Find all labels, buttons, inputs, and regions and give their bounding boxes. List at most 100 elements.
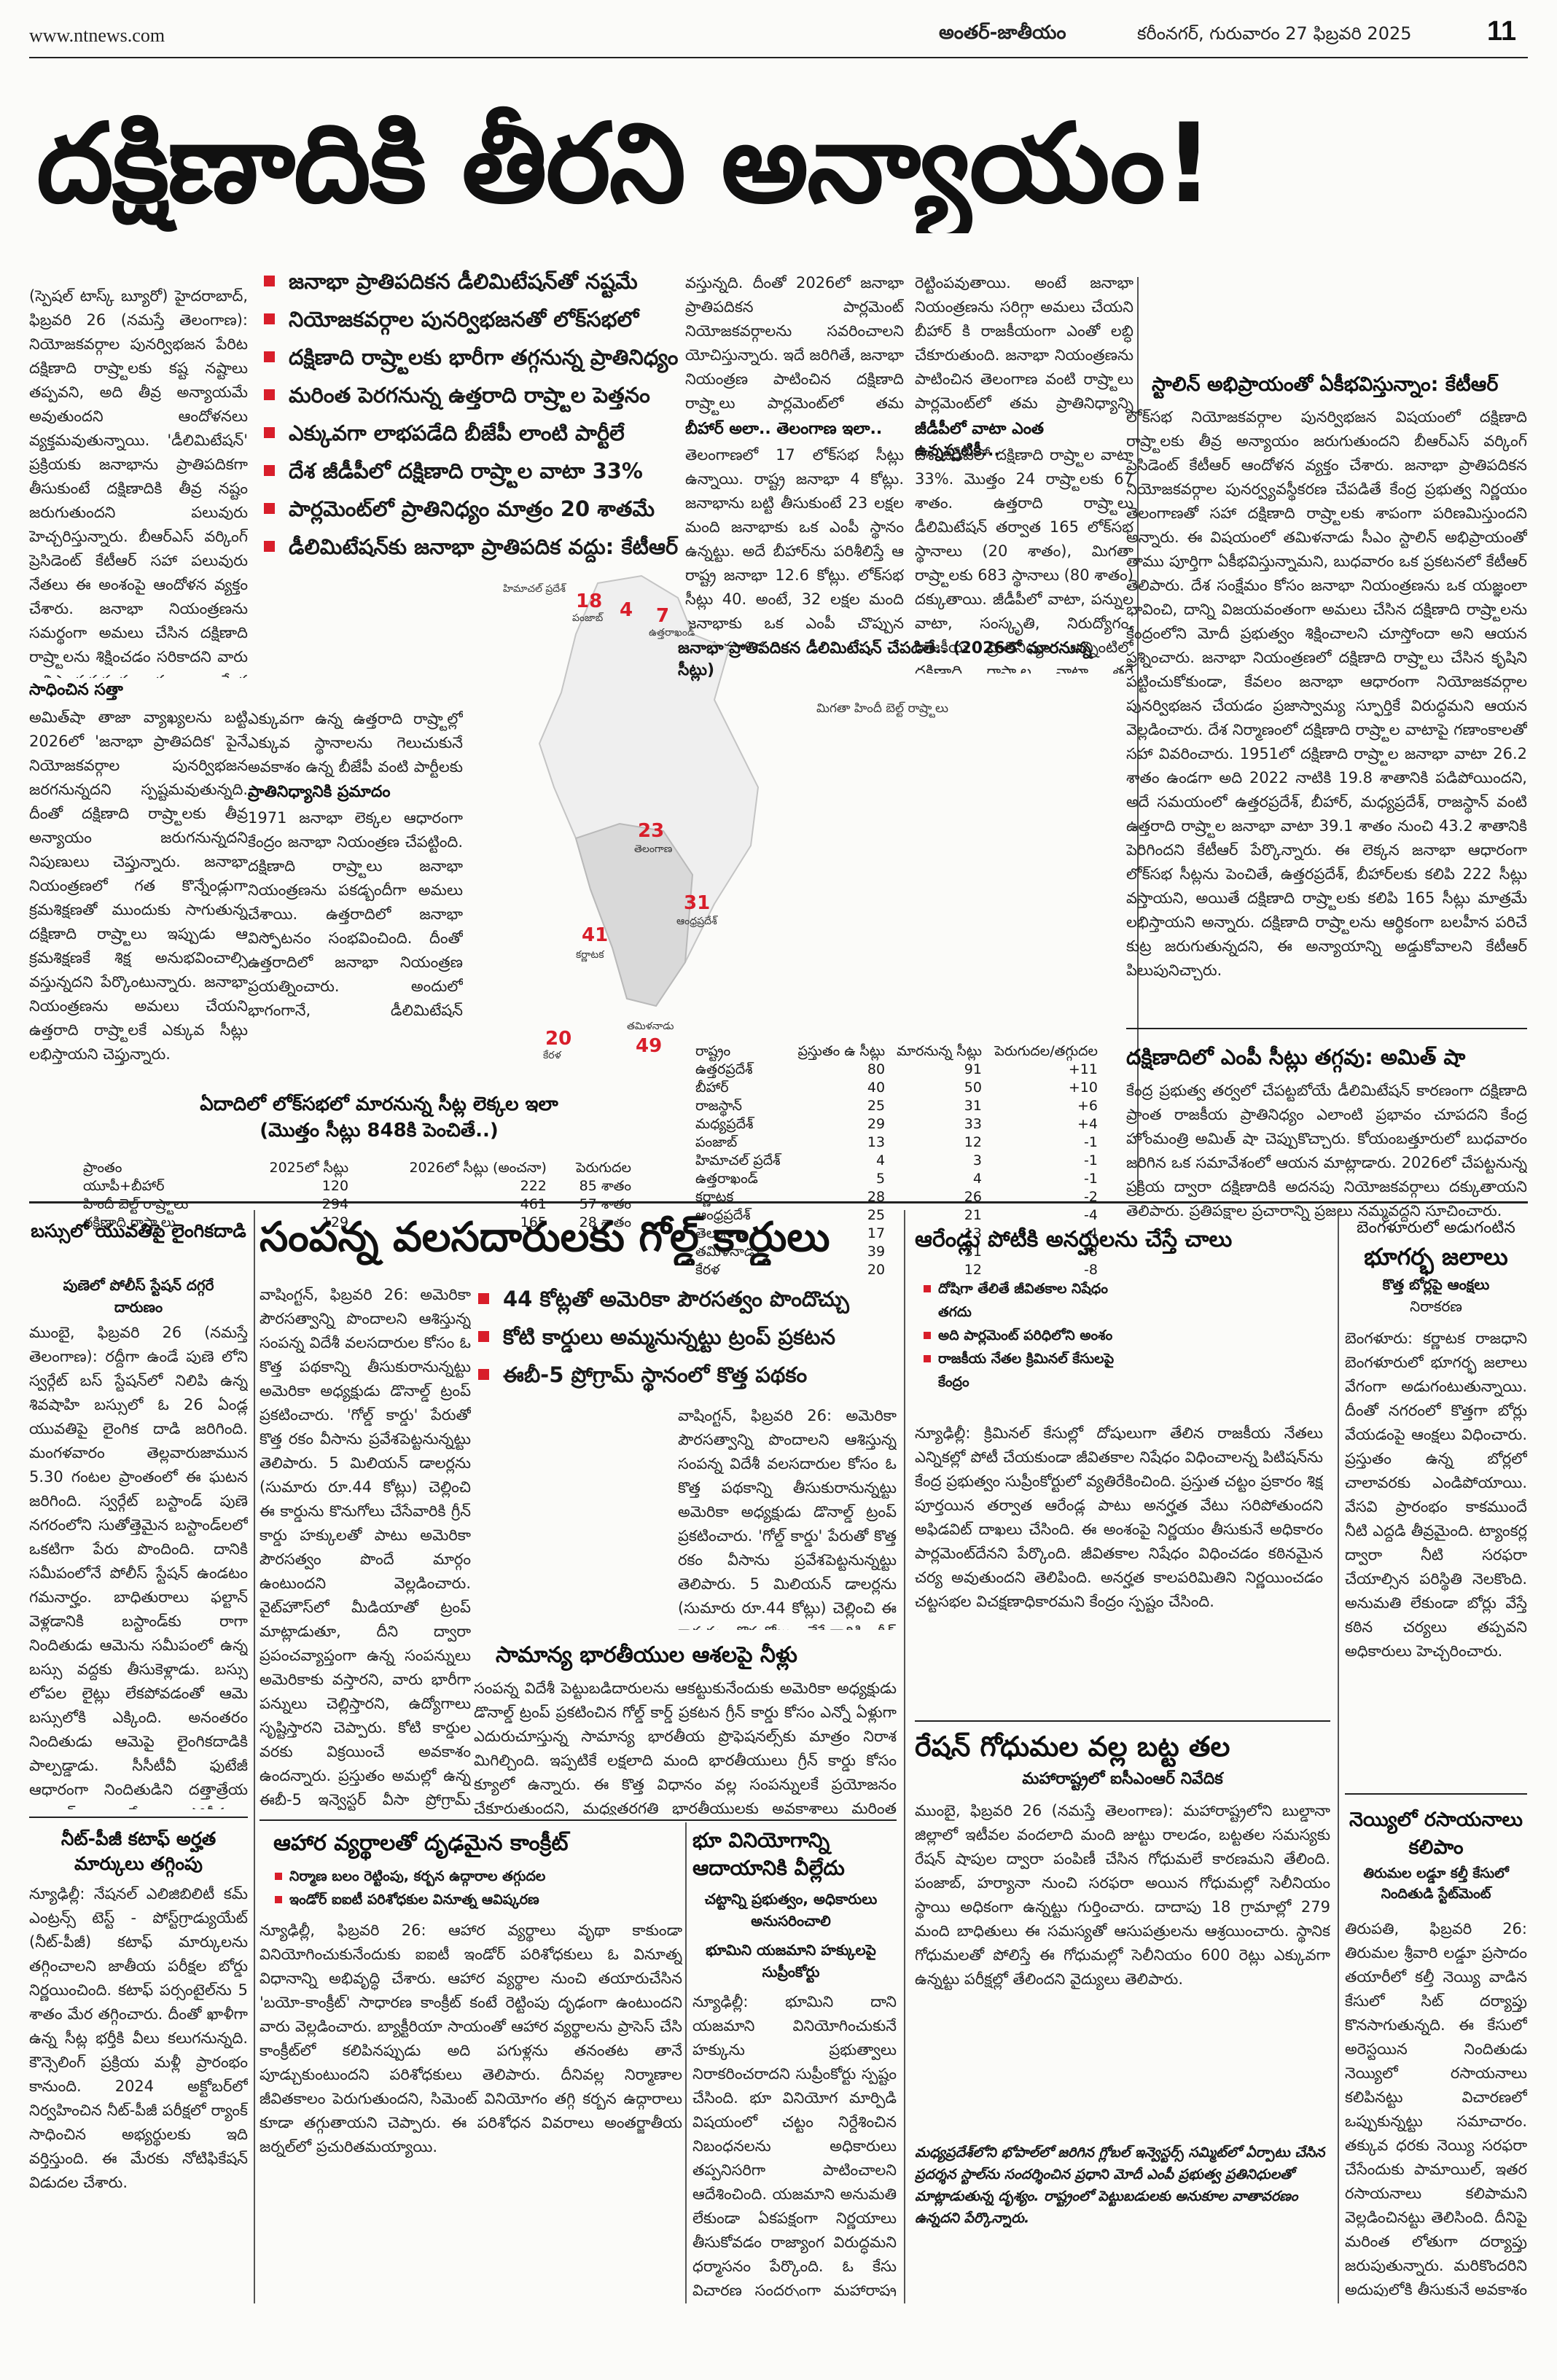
amitshah-headline: దక్షిణాదిలో ఎంపీ సీట్లు తగ్గవు: అమిత్ షా <box>1126 1045 1466 1069</box>
map-value-andhra: 31 <box>684 892 711 914</box>
map-value-himachal: 4 <box>620 599 633 621</box>
seats-table-cell: 13 <box>867 1134 886 1150</box>
concrete-headline: ఆహార వ్యర్థాలతో దృఢమైన కాంక్రీట్ <box>273 1830 569 1856</box>
share-col-2026: 2026లో సీట్లు (అంచనా) <box>409 1160 547 1176</box>
section-name: అంతర్-జాతీయం <box>939 22 1066 44</box>
seats-table-cell: 5 <box>876 1171 886 1187</box>
seats-table-cell: +10 <box>1068 1080 1098 1096</box>
seats-table-cell: -1 <box>1084 1152 1098 1168</box>
seats-col-state: రాష్ట్రం <box>695 1043 731 1059</box>
lead-col4-subhead: జీడీపీలో వాటా ఎంత ఉన్నప్పటికీ... <box>915 420 1044 460</box>
lead-bullet: దక్షిణాది రాష్ర్టాలకు భారీగా తగ్గనున్న ప… <box>260 338 682 376</box>
seats-table-cell: కర్ణాటక <box>695 1189 734 1205</box>
ktr-body: లోక్‌సభ నియోజకవర్గాల పునర్విభజన విషయంలో … <box>1126 408 1527 979</box>
seats-table-cell: 25 <box>867 1207 886 1223</box>
concrete-bullet: నిర్మాణ బలం రెట్టింపు, కర్బన ఉద్గారాల తగ… <box>273 1865 682 1888</box>
seats-table-cell: -1 <box>1084 1171 1098 1187</box>
lead-bullet: నియోజకవర్గాల పునర్విభజనతో లోక్‌సభలో <box>260 300 682 338</box>
share-table-subtitle: (మొత్తం సీట్లు 848కి పెంచితే..) <box>260 1120 499 1142</box>
map-value-tamilnadu: 49 <box>636 1035 663 1057</box>
neet-headline: నీట్-పీజీ కటాఫ్ అర్హత మార్కులు తగ్గింపు <box>61 1828 216 1874</box>
seats-table-cell: -1 <box>1084 1134 1098 1150</box>
seats-table-cell: -2 <box>1084 1189 1098 1205</box>
col-divider-2 <box>685 1822 687 2303</box>
share-col-growth: పెరుగుదల <box>576 1160 631 1176</box>
seats-table-cell: 39 <box>867 1244 886 1260</box>
neet-body: న్యూఢిల్లీ: నేషనల్ ఎలిజిబిలిటీ కమ్ ఎంట్ర… <box>29 1885 248 2191</box>
seats-table-cell: 91 <box>964 1061 982 1077</box>
footer-caption: మధ్యప్రదేశ్‌లోని భోపాల్‌లో జరిగిన గ్లోబల… <box>915 2145 1325 2226</box>
website-link[interactable]: www.ntnews.com <box>29 25 165 46</box>
bus-rule <box>29 1817 248 1818</box>
seats-table-cell: -8 <box>1084 1262 1098 1278</box>
seats-table-cell: 33 <box>964 1116 982 1132</box>
lead-headline: దక్షిణాదికి తీరని అన్యాయం! <box>36 101 1214 227</box>
seats-table-cell: 40 <box>867 1080 886 1096</box>
land-subhead-2: భూమిని యజమాని హక్కులపై సుప్రీంకోర్టు <box>706 1941 876 1981</box>
gold-headline: సంపన్న వలసదారులకు గోల్డ్ కార్డులు <box>260 1214 830 1261</box>
tirumala-body: తిరుపతి, ఫిబ్రవరి 26: తిరుమల శ్రీవారి లడ… <box>1345 1920 1527 2296</box>
right-divider <box>1137 277 1139 1195</box>
map-label-uttarakhand: ఉత్తరాఖండ్ <box>649 627 695 639</box>
map-label-kerala: కేరళ <box>543 1050 561 1061</box>
seats-table-cell: 3 <box>972 1152 982 1168</box>
ktr-rule <box>1126 1028 1527 1029</box>
seats-table-cell: -4 <box>1084 1225 1098 1241</box>
seats-table: రాష్ట్రం ప్రస్తుతం ఉ సీట్లు మారనున్న సీట… <box>692 1042 1101 1279</box>
seats-table-row: మధ్యప్రదేశ్ 29 33 +4 <box>692 1115 1101 1134</box>
share-col-2025: 2025లో సీట్లు <box>269 1160 349 1176</box>
lead-col4: రెట్టింపవుతాయి. అంటే జనాభా నియంత్రణను సర… <box>915 274 1133 412</box>
seats-table-cell: రాజస్థాన్ <box>695 1098 742 1114</box>
concrete-bullets: నిర్మాణ బలం రెట్టింపు, కర్బన ఉద్గారాల తగ… <box>273 1865 682 1911</box>
land-subhead: చట్టాన్ని ప్రభుత్వం, అధికారులు అనుసరించా… <box>704 1890 878 1930</box>
groundwater-kicker: బెంగళూరులో అడుగంటిన <box>1357 1219 1515 1237</box>
lead-bullet: ఎక్కువగా లాభపడేది బీజేపీ లాంటి పార్టీలే <box>260 414 682 452</box>
groundwater-subhead-2: నిరాకరణ <box>1410 1298 1462 1315</box>
section-divider <box>29 1201 1528 1203</box>
lead-col3: వస్తున్నది. దీంతో 2026లో జనాభా ప్రాతిపది… <box>685 274 904 412</box>
share-table-cell: 120 <box>321 1178 349 1194</box>
seats-table-cell: కేరళ <box>695 1262 720 1278</box>
seats-table-cell: +4 <box>1077 1116 1098 1132</box>
seats-table-cell: 13 <box>964 1225 982 1241</box>
map-label-andhra: ఆంధ్రప్రదేశ్ <box>676 916 717 927</box>
india-map-outline <box>538 574 760 1007</box>
seats-table-cell: +11 <box>1068 1061 1098 1077</box>
seats-table-cell: 29 <box>867 1116 886 1132</box>
map-value-telangana: 23 <box>638 820 665 842</box>
seats-table-cell: ఉత్తరప్రదేశ్ <box>695 1061 753 1077</box>
tirumala-subhead: తిరుమల లడ్డూ కల్తీ కేసులో నిందితుడి స్టే… <box>1363 1865 1509 1902</box>
seats-table-cell: 4 <box>876 1152 886 1168</box>
seats-table-cell: మధ్యప్రదేశ్ <box>695 1116 754 1132</box>
disqualify-bullet: దోషిగా తేలితే జీవితకాల నిషేధం తగదు <box>922 1277 1126 1324</box>
concrete-body: న్యూఢిల్లీ, ఫిబ్రవరి 26: ఆహార వ్యర్థాలు … <box>260 1921 682 2155</box>
lead-bullet: డీలిమిటేషన్‌కు జనాభా ప్రాతిపదిక వద్దు: క… <box>260 528 682 566</box>
lead-bullet: పార్లమెంట్‌లో ప్రాతినిధ్యం మాత్రం 20 శాత… <box>260 490 682 528</box>
share-table-title: ఏదాదిలో లోక్‌సభలో మారనున్న సీట్ల లెక్కల … <box>200 1093 558 1115</box>
gold-bullet: కోటి కార్డులు అమ్మనున్నట్టు ట్రంప్ ప్రకట… <box>474 1318 897 1356</box>
groundwater-subhead: కొత్త బోర్లపై ఆంక్షలు <box>1382 1276 1490 1293</box>
masthead: www.ntnews.com అంతర్-జాతీయం కరీంనగర్, గు… <box>29 6 1528 57</box>
seats-table-cell: హిమాచల్ ప్రదేశ్ <box>695 1152 781 1168</box>
gold-body-right: వాషింగ్టన్, ఫిబ్రవరి 26: అమెరికా పౌరసత్వ… <box>678 1407 897 1630</box>
share-table-cell: యూపీ+బీహార్ <box>83 1178 165 1194</box>
col-divider-3 <box>904 1210 905 2303</box>
gold-rule <box>260 1819 897 1821</box>
seats-col-new: మారనున్న సీట్లు <box>896 1043 982 1059</box>
seats-table-cell: 17 <box>867 1225 886 1241</box>
seats-table-cell: 31 <box>964 1244 982 1260</box>
map-label-punjab: పంజాబ్ <box>572 612 604 624</box>
bus-subhead: పుణెలో పోలీస్ స్టేషన్ దగ్గరే దారుణం <box>63 1276 214 1316</box>
map-value-uttarakhand: 7 <box>656 605 670 627</box>
gold-bullet: 44 కోట్లతో అమెరికా పౌరసత్వం పొందొచ్చు <box>474 1280 897 1318</box>
col-divider-4 <box>1338 1210 1339 2303</box>
masthead-rule <box>29 57 1528 58</box>
disqualify-rule <box>915 1720 1330 1722</box>
share-table-cell: దక్షిణాది రాష్ర్టాలు <box>83 1214 176 1230</box>
